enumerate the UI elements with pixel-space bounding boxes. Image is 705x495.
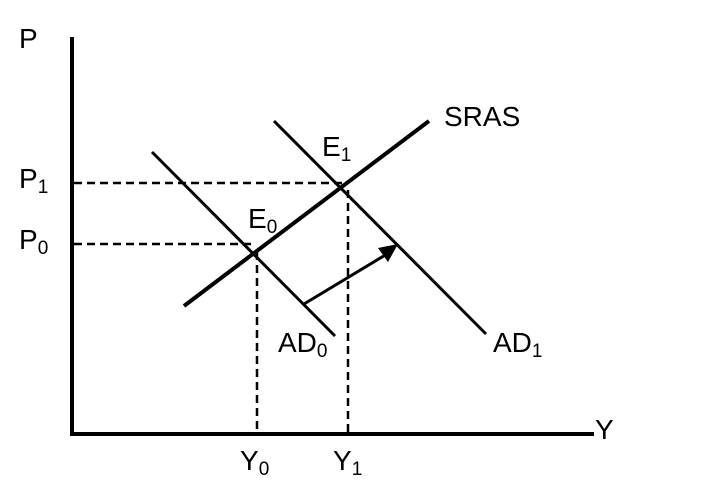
e1-label-base: E — [322, 131, 341, 162]
ad0-curve — [150, 150, 337, 338]
sras-curve — [182, 119, 431, 308]
ad0-label: AD0 — [278, 327, 327, 362]
p1-label-sub: 1 — [38, 177, 49, 198]
e0-label-sub: 0 — [267, 217, 278, 238]
ad1-label-sub: 1 — [532, 341, 543, 362]
ad1-label-base: AD — [493, 327, 532, 358]
ad1-curve — [272, 119, 488, 336]
e1-label-sub: 1 — [341, 145, 352, 166]
ad1-label: AD1 — [493, 327, 542, 362]
sras-label: SRAS — [444, 101, 520, 132]
p1-label: P1 — [19, 163, 48, 198]
p1-label-base: P — [19, 163, 38, 194]
p0-label-base: P — [19, 224, 38, 255]
y1-label-base: Y — [333, 445, 352, 476]
e1-label: E1 — [322, 131, 351, 166]
e0-label: E0 — [248, 203, 277, 238]
y1-label-sub: 1 — [352, 459, 363, 480]
demand-shift-arrowhead — [378, 244, 398, 262]
y0-label: Y0 — [240, 445, 269, 480]
y1-label: Y1 — [333, 445, 362, 480]
e0-label-base: E — [248, 203, 267, 234]
ad0-label-sub: 0 — [317, 341, 328, 362]
p0-label-sub: 0 — [38, 238, 49, 259]
y0-label-sub: 0 — [259, 459, 270, 480]
y0-label-base: Y — [240, 445, 259, 476]
demand-shift-arrow — [303, 249, 394, 306]
ad0-label-base: AD — [278, 327, 317, 358]
output-axis-label: Y — [595, 414, 614, 445]
price-axis-label: P — [19, 23, 38, 54]
p0-label: P0 — [19, 224, 48, 259]
